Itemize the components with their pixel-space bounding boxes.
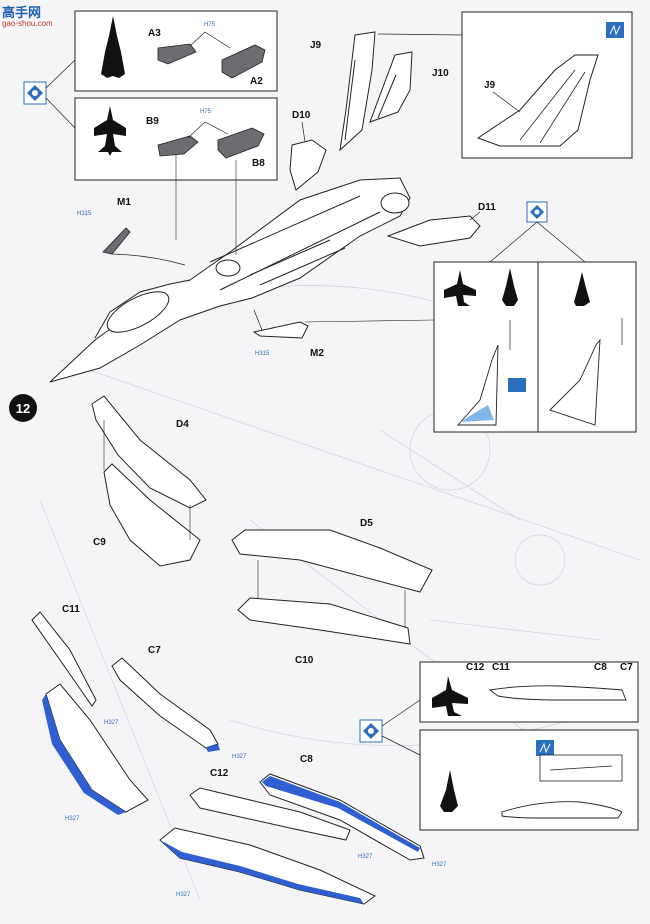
flap-detail-box-b bbox=[419, 729, 639, 831]
label-j9-detail: J9 bbox=[484, 80, 496, 91]
label-a3: A3 bbox=[148, 28, 161, 39]
fuselage bbox=[49, 177, 411, 383]
flap-profile bbox=[501, 801, 623, 819]
label-c11: C11 bbox=[62, 604, 80, 615]
aircraft-silhouette-icon bbox=[94, 106, 126, 156]
watermark-url: gao-shou.com bbox=[2, 19, 53, 28]
canopy-option-box-a: A3 A2 H75 bbox=[74, 10, 278, 92]
label-c7: C7 bbox=[148, 645, 161, 656]
label-m2: M2 bbox=[310, 348, 324, 359]
blue-paint-edge bbox=[42, 694, 126, 815]
option-choice-icon bbox=[359, 699, 421, 756]
label-c8: C8 bbox=[300, 754, 313, 765]
step-number: 12 bbox=[16, 401, 30, 416]
part-c7 bbox=[111, 657, 220, 752]
part-d11 bbox=[386, 215, 481, 247]
part-a3 bbox=[157, 43, 197, 65]
option-choice-icon bbox=[23, 59, 76, 129]
part-b9 bbox=[157, 135, 199, 157]
slat-detail-a-blue bbox=[460, 405, 494, 422]
label-c11-detail: C11 bbox=[492, 662, 510, 673]
part-c10 bbox=[237, 597, 411, 645]
label-d10: D10 bbox=[292, 110, 311, 121]
flap-detail-box-a: C12 C11 C8 C7 bbox=[419, 661, 639, 723]
paint-code-h327: H327 bbox=[358, 854, 373, 860]
right-option-icon bbox=[489, 201, 586, 263]
part-j9 bbox=[339, 31, 376, 152]
aircraft-silhouette-icon bbox=[432, 676, 468, 716]
paint-code-h327: H327 bbox=[432, 862, 447, 868]
tail-fins bbox=[339, 31, 413, 152]
label-c8-detail: C8 bbox=[594, 662, 607, 673]
paint-code-h327: H327 bbox=[232, 754, 247, 760]
label-b9: B9 bbox=[146, 116, 159, 127]
paint-code-h75: H75 bbox=[204, 22, 216, 28]
label-c10: C10 bbox=[295, 655, 314, 666]
watermark-logo-icon: 高手网 bbox=[2, 5, 42, 20]
paint-code-h315: H315 bbox=[77, 211, 92, 217]
label-j9: J9 bbox=[310, 40, 322, 51]
paint-code-h75: H75 bbox=[200, 109, 212, 115]
slat-detail-b bbox=[549, 338, 601, 426]
part-c12 bbox=[189, 787, 351, 841]
aircraft-silhouette-icon bbox=[574, 272, 590, 306]
label-c7-detail: C7 bbox=[620, 662, 633, 673]
decal-icon bbox=[508, 378, 526, 392]
fin-detail-drawing bbox=[476, 54, 599, 147]
part-d10 bbox=[289, 139, 327, 191]
label-c9: C9 bbox=[93, 537, 106, 548]
label-j10: J10 bbox=[432, 68, 449, 79]
paint-code-h327: H327 bbox=[104, 720, 119, 726]
aircraft-silhouette-icon bbox=[101, 16, 125, 78]
part-d5 bbox=[231, 529, 433, 593]
paint-code-h327: H327 bbox=[65, 816, 80, 822]
paint-code-h327: H327 bbox=[176, 892, 191, 898]
step-number-icon: 12 bbox=[9, 394, 37, 422]
paint-code-h315: H315 bbox=[255, 351, 270, 357]
wing-d4-c9 bbox=[91, 395, 207, 567]
part-b8 bbox=[217, 127, 265, 159]
label-m1: M1 bbox=[117, 197, 131, 208]
option-detail-box bbox=[304, 261, 637, 433]
wing-lower-left bbox=[31, 611, 149, 815]
part-m1 bbox=[102, 227, 131, 255]
flap-profile bbox=[488, 685, 627, 701]
label-b8: B8 bbox=[252, 158, 265, 169]
aircraft-silhouette-icon bbox=[440, 770, 458, 812]
label-d5: D5 bbox=[360, 518, 373, 529]
aircraft-silhouette-icon bbox=[502, 268, 518, 306]
aircraft-silhouette-icon bbox=[444, 270, 476, 306]
label-d11: D11 bbox=[478, 202, 496, 213]
label-d4: D4 bbox=[176, 419, 189, 430]
label-a2: A2 bbox=[250, 76, 263, 87]
label-c12: C12 bbox=[210, 768, 229, 779]
wing-d5-c10 bbox=[231, 529, 433, 645]
wing-lower-right bbox=[159, 773, 425, 905]
label-c12-detail: C12 bbox=[466, 662, 485, 673]
part-c11 bbox=[31, 611, 97, 707]
part-m2 bbox=[252, 321, 309, 339]
part-a2 bbox=[221, 44, 266, 79]
part-d4 bbox=[91, 395, 207, 509]
watermark: 高手网 gao-shou.com bbox=[2, 2, 62, 32]
part-c9 bbox=[103, 463, 201, 567]
fin-detail-box: J9 bbox=[377, 11, 633, 159]
